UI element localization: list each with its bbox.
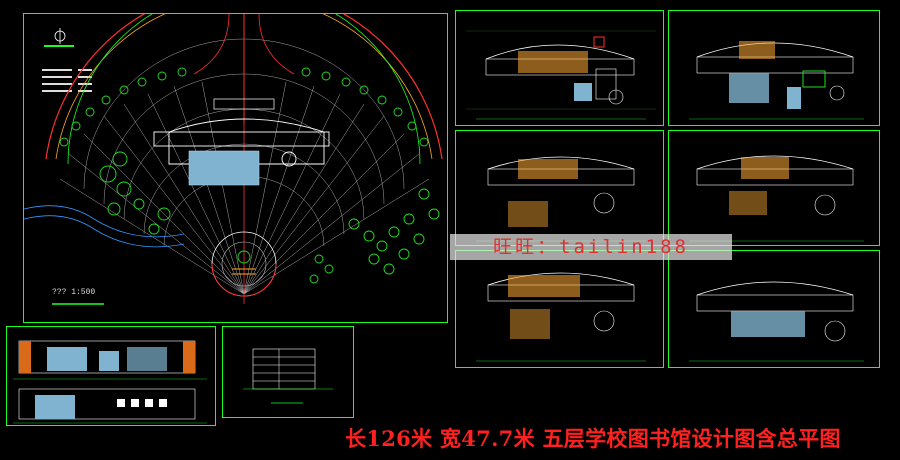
site-plan-scale-label: ??? 1:500 xyxy=(52,288,96,297)
road-arc-inner xyxy=(55,14,433,160)
floor-plan-drawing-3 xyxy=(476,156,646,242)
floor-plan-drawing-1 xyxy=(466,30,656,120)
tree-row xyxy=(59,67,440,284)
watermark: 旺旺：tailin188 xyxy=(450,234,732,260)
elevation-drawing xyxy=(13,340,207,424)
drawing-caption: 长126米 宽47.7米 五层学校图书馆设计图含总平图 xyxy=(345,426,841,451)
entrance-plaza xyxy=(211,231,277,297)
floor-plan-sheet-2 xyxy=(668,10,880,126)
road-arc-outer xyxy=(45,14,443,160)
floor-plan-sheet-4 xyxy=(668,130,880,246)
floor-plan-sheet-3 xyxy=(455,130,664,246)
site-plan-drawing xyxy=(24,14,443,305)
site-plan-sheet xyxy=(23,13,448,323)
section-drawing xyxy=(243,348,333,404)
section-sheet xyxy=(222,326,354,418)
roof-plan-drawing xyxy=(689,281,864,362)
floor-plan-sheet-5 xyxy=(455,250,664,368)
elevation-sheet xyxy=(6,326,216,426)
floor-plan-sheet-1 xyxy=(455,10,664,126)
roof-plan-sheet xyxy=(668,250,880,368)
floor-plan-drawing-4 xyxy=(689,155,864,242)
plaza-radial-grid xyxy=(59,81,430,295)
floor-plan-drawing-2 xyxy=(689,41,864,120)
site-legend xyxy=(42,69,92,92)
north-arrow-icon xyxy=(44,28,74,47)
floor-plan-drawing-5 xyxy=(476,272,646,362)
library-footprint xyxy=(153,98,330,186)
